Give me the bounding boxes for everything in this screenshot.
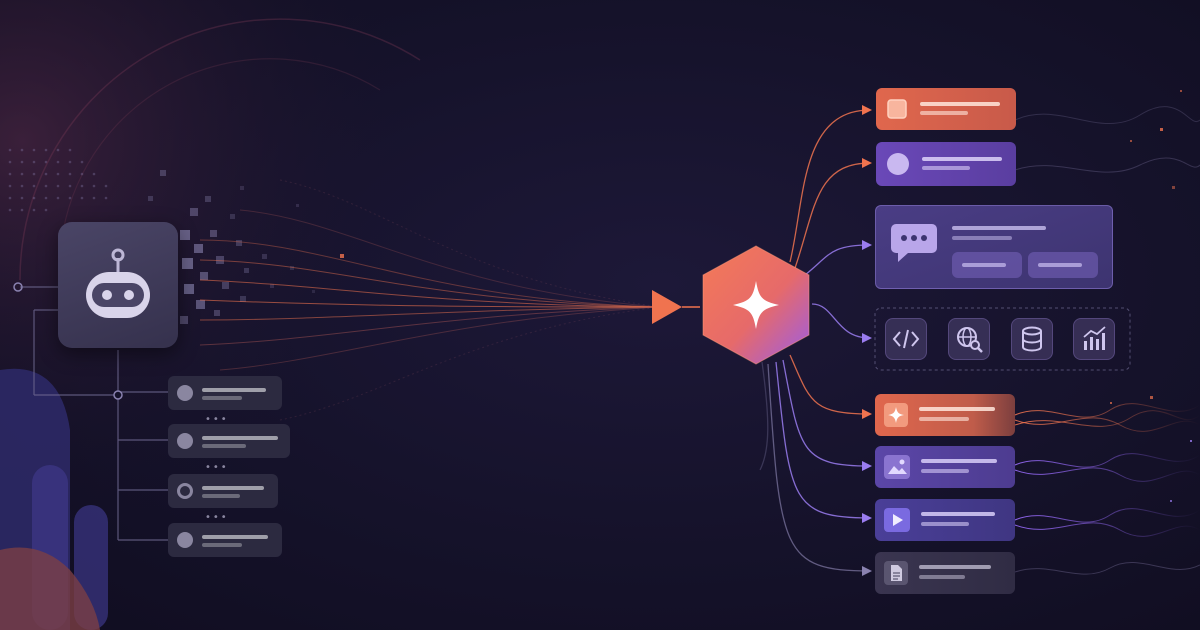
text-line [919, 575, 965, 579]
left-list-item[interactable] [168, 474, 278, 508]
output-card-purple[interactable] [876, 142, 1016, 186]
arc-decor [59, 58, 381, 261]
text-line [202, 543, 242, 547]
blob-decor [0, 547, 100, 630]
text-line [202, 535, 268, 539]
agent-card[interactable] [58, 222, 178, 348]
chat-icon [891, 224, 937, 262]
connector-node [113, 390, 123, 400]
web-search-icon [957, 327, 983, 353]
sparkle-icon [733, 281, 779, 329]
tool-web-search[interactable] [948, 318, 990, 360]
main-arrowhead [652, 290, 682, 324]
ellipsis-dots: ••• [205, 512, 229, 523]
chart-icon [1083, 326, 1106, 350]
circle-icon [177, 532, 193, 548]
text-line [952, 236, 1012, 240]
sparkle-dots [1110, 90, 1192, 502]
circle-icon [887, 153, 909, 175]
output-card-sparkle[interactable] [875, 394, 1015, 436]
text-line [919, 417, 969, 421]
left-list-item[interactable] [168, 424, 290, 458]
sparkle-icon [888, 407, 904, 423]
text-line [920, 102, 1000, 106]
icon-tile [884, 403, 908, 427]
left-list-item[interactable] [168, 523, 282, 557]
text-line [922, 166, 970, 170]
hub-connectors [759, 109, 871, 572]
tool-code[interactable] [885, 318, 927, 360]
text-line [921, 512, 995, 516]
chat-option-chip[interactable] [952, 252, 1022, 278]
connector-node [13, 282, 23, 292]
text-line [920, 111, 968, 115]
text-line [919, 565, 991, 569]
text-line [202, 396, 242, 400]
text-line [202, 436, 278, 440]
circle-icon [177, 433, 193, 449]
ellipsis-dots: ••• [205, 414, 229, 425]
text-line [952, 226, 1046, 230]
icon-tile [884, 561, 908, 585]
tools-group-outline [874, 307, 1131, 371]
dot-grid [8, 148, 108, 212]
text-line [922, 157, 1002, 161]
connector-arrowheads [862, 105, 872, 576]
play-icon [893, 514, 903, 526]
text-line [202, 486, 264, 490]
output-card-image[interactable] [875, 446, 1015, 488]
icon-tile [884, 455, 910, 479]
chat-output-card[interactable] [875, 205, 1113, 289]
output-waves [1014, 106, 1200, 575]
text-line [919, 407, 995, 411]
text-line [921, 459, 997, 463]
hub-node [702, 245, 810, 365]
text-line [202, 388, 266, 392]
code-icon [892, 329, 920, 349]
arc-decor [19, 18, 421, 281]
circle-icon [177, 385, 193, 401]
ellipsis-dots: ••• [205, 462, 229, 473]
text-line [202, 494, 240, 498]
database-icon [1022, 326, 1042, 352]
tool-database[interactable] [1011, 318, 1053, 360]
text-line [202, 444, 246, 448]
tool-analytics[interactable] [1073, 318, 1115, 360]
text-line [962, 263, 1006, 267]
ring-icon [177, 483, 193, 499]
output-card-document[interactable] [875, 552, 1015, 594]
document-icon [891, 565, 902, 581]
data-streams [199, 179, 661, 421]
text-line [1038, 263, 1082, 267]
text-line [921, 469, 969, 473]
text-line [921, 522, 969, 526]
square-icon [887, 99, 907, 119]
chat-option-chip[interactable] [1028, 252, 1098, 278]
robot-icon [86, 248, 150, 318]
output-card-orange[interactable] [876, 88, 1016, 130]
left-list-item[interactable] [168, 376, 282, 410]
output-card-video[interactable] [875, 499, 1015, 541]
left-tree-connectors [20, 286, 168, 541]
image-icon [888, 459, 907, 474]
icon-tile [884, 508, 910, 532]
pixel-particles [148, 170, 344, 324]
